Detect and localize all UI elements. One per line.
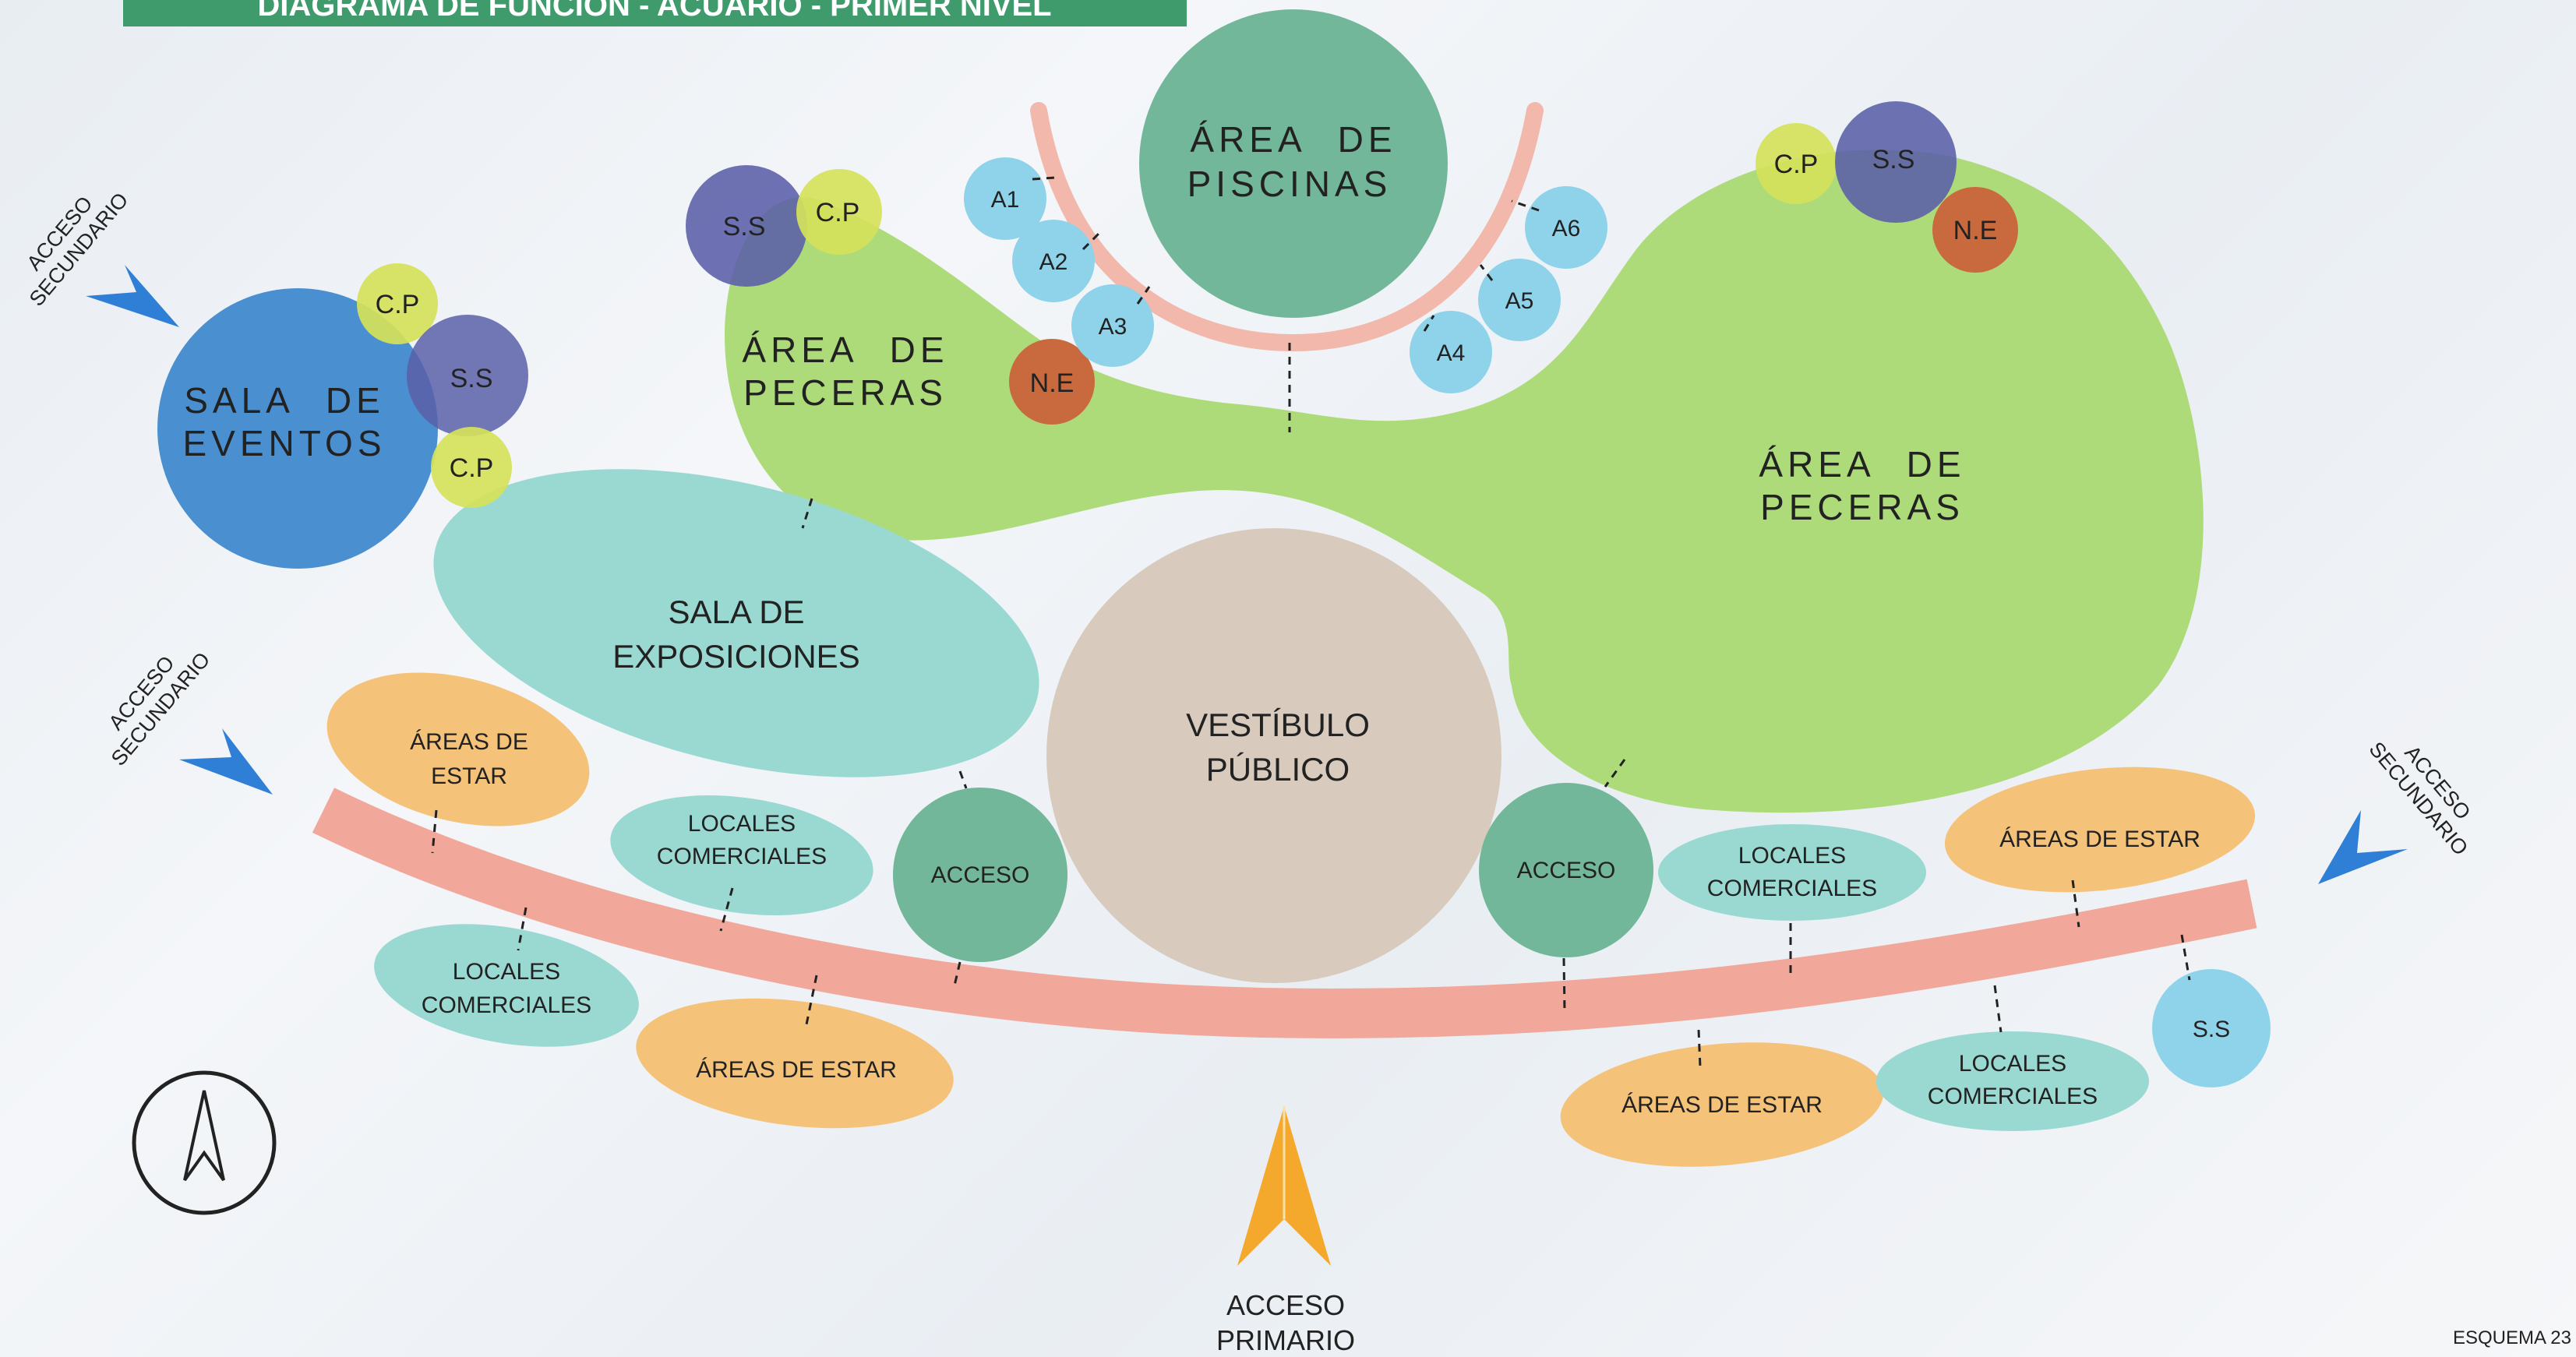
unit-a5	[1478, 259, 1561, 341]
public-lobby-line1: VESTÍBULO	[1186, 707, 1370, 743]
event-ss-label: S.S	[450, 364, 493, 393]
exhibition-hall-line1: SALA DE	[668, 594, 804, 630]
left-cp-label: C.P	[816, 198, 860, 227]
right-cp-label: C.P	[1774, 150, 1819, 179]
shops-right-top-line2: COMERCIALES	[1707, 876, 1877, 901]
rest-area-center-left	[636, 998, 954, 1129]
event-cp-top-label: C.P	[376, 290, 420, 319]
north-arrow-icon	[132, 1070, 277, 1215]
right-cp	[1756, 123, 1837, 204]
access-arrow-icon	[179, 728, 273, 795]
event-ss	[407, 315, 528, 436]
rest-area-left	[326, 672, 590, 827]
rest-area-center-left-label: ÁREAS DE ESTAR	[696, 1057, 897, 1083]
secondary-access-top-left: ACCESO SECUNDARIO	[22, 189, 179, 327]
unit-a4-label: A4	[1437, 340, 1466, 366]
shops-right-bottom-line2: COMERCIALES	[1928, 1084, 2098, 1109]
unit-a1	[964, 157, 1046, 240]
public-lobby-line2: PÚBLICO	[1206, 751, 1350, 788]
access-right-label: ACCESO	[1517, 858, 1616, 883]
left-ne	[1009, 339, 1095, 425]
right-peceras-line2: PECERAS	[1760, 487, 1964, 527]
event-cp-bottom-label: C.P	[450, 453, 494, 483]
unit-a6	[1525, 186, 1607, 269]
shops-right-top-line1: LOCALES	[1738, 843, 1846, 869]
unit-a2-label: A2	[1039, 249, 1068, 275]
access-right	[1479, 783, 1653, 957]
rest-area-right-top-label: ÁREAS DE ESTAR	[1999, 827, 2200, 852]
left-ss-label: S.S	[723, 212, 766, 241]
shops-left-top	[610, 795, 873, 916]
shops-left-bottom	[374, 924, 639, 1047]
title-bar: DIAGRAMA DE FUNCIÓN - ACUARIO - PRIMER N…	[123, 0, 1187, 26]
left-ne-label: N.E	[1030, 368, 1075, 398]
circulation-band	[312, 788, 2257, 1038]
diagram-title: DIAGRAMA DE FUNCIÓN - ACUARIO - PRIMER N…	[257, 0, 1051, 23]
unit-a5-label: A5	[1505, 288, 1534, 314]
event-cp-top	[357, 263, 438, 344]
restroom-right-label: S.S	[2193, 1017, 2230, 1042]
right-ne-label: N.E	[1953, 216, 1998, 245]
unit-a4	[1410, 311, 1492, 393]
pool-area	[1139, 9, 1448, 318]
peceras-zone	[725, 150, 2204, 813]
rest-area-right-bottom	[1560, 1042, 1884, 1167]
rest-area-right-top	[1944, 767, 2256, 893]
unit-a6-label: A6	[1552, 216, 1581, 241]
secondary-access-right: ACCESO SECUNDARIO	[2318, 738, 2475, 884]
exhibition-hall-line2: EXPOSICIONES	[612, 638, 859, 675]
connectors	[431, 343, 2191, 1068]
shops-right-bottom-line1: LOCALES	[1959, 1051, 2066, 1077]
event-hall-line2: EVENTOS	[183, 423, 386, 463]
pool-area-line2: PISCINAS	[1187, 164, 1392, 204]
shops-right-bottom	[1876, 1031, 2149, 1131]
shops-left-bottom-line2: COMERCIALES	[422, 992, 591, 1018]
unit-a3	[1071, 284, 1154, 367]
unit-a1-label: A1	[991, 187, 1020, 213]
access-left-label: ACCESO	[931, 862, 1030, 888]
left-ss	[686, 165, 807, 287]
aquarium-units: A1 A2 A3 A4 A5 A6	[964, 157, 1607, 393]
rest-area-right-bottom-label: ÁREAS DE ESTAR	[1621, 1092, 1823, 1118]
primary-access-line1: ACCESO	[1226, 1289, 1345, 1321]
exhibition-hall	[433, 469, 1039, 777]
shops-left-bottom-line1: LOCALES	[453, 959, 560, 985]
right-ne	[1932, 187, 2018, 273]
scheme-label: ESQUEMA 23	[2453, 1327, 2571, 1348]
right-ss	[1835, 101, 1957, 223]
rest-area-left-line2: ESTAR	[431, 763, 507, 789]
event-hall	[157, 288, 438, 569]
primary-access-line2: PRIMARIO	[1216, 1324, 1355, 1356]
event-cp-bottom	[431, 427, 512, 508]
restroom-right	[2152, 969, 2271, 1087]
access-left	[893, 788, 1067, 962]
shops-left-top-line2: COMERCIALES	[657, 844, 827, 869]
unit-a2	[1012, 220, 1095, 302]
access-arrow-icon	[2318, 810, 2408, 884]
rest-area-left-line1: ÁREAS DE	[410, 729, 528, 755]
shops-left-top-line1: LOCALES	[688, 811, 796, 837]
public-lobby	[1046, 528, 1501, 983]
primary-access: ACCESO PRIMARIO	[1216, 1106, 1355, 1356]
secondary-access-mid-left: ACCESO SECUNDARIO	[104, 648, 273, 795]
unit-a3-label: A3	[1099, 314, 1127, 340]
left-cp	[796, 169, 882, 255]
access-arrow-icon	[86, 265, 179, 327]
right-ss-label: S.S	[1872, 145, 1915, 174]
left-peceras-line2: PECERAS	[743, 372, 947, 413]
shops-right-top	[1658, 824, 1926, 921]
